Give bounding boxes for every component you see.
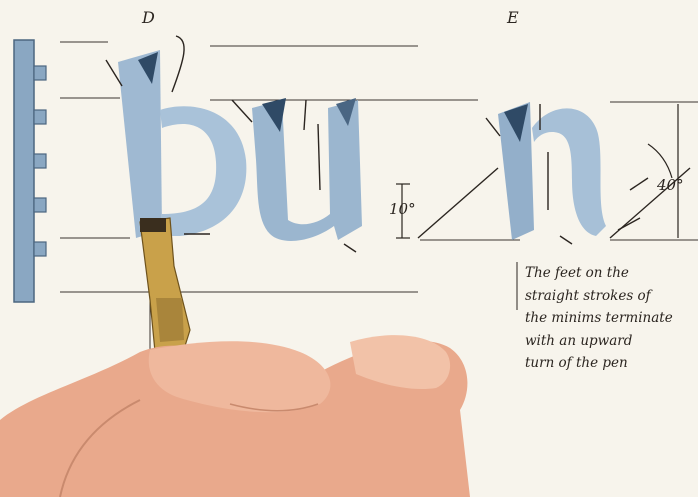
angle-10-label: 10° <box>389 200 416 218</box>
caption-line: with an upward <box>525 330 697 353</box>
caption-line: straight strokes of <box>525 285 697 308</box>
caption-line: turn of the pen <box>525 352 697 375</box>
angle-40-label: 40° <box>657 176 684 194</box>
caption-text: The feet on the straight strokes of the … <box>525 262 697 375</box>
caption-line: the minims terminate <box>525 307 697 330</box>
section-d-label: D <box>142 8 155 27</box>
caption-line: The feet on the <box>525 262 697 285</box>
section-e-label: E <box>507 8 519 27</box>
